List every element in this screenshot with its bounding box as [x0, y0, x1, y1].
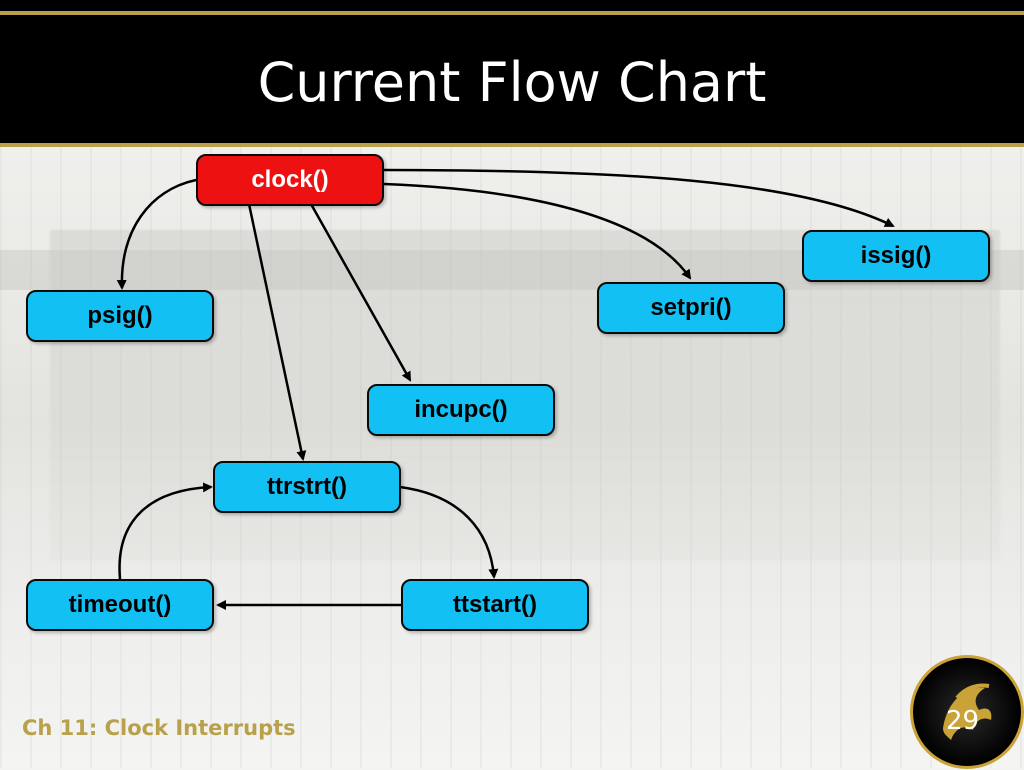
footer-chapter-label: Ch 11: Clock Interrupts: [22, 716, 296, 740]
arrow-ttrstrt-to-ttstart: [399, 485, 499, 579]
node-psig: psig(): [26, 290, 214, 342]
title-bar-top-rule: [0, 11, 1024, 15]
page-number: 29: [946, 706, 980, 736]
arrow-clock-to-incupc: [309, 203, 412, 382]
node-setpri: setpri(): [597, 282, 785, 334]
node-ttrstrt: ttrstrt(): [213, 461, 401, 513]
node-issig: issig(): [802, 230, 990, 282]
pegasus-logo-icon: [910, 655, 1024, 769]
slide-title: Current Flow Chart: [257, 51, 767, 114]
title-bar-bottom-rule: [0, 143, 1024, 147]
arrow-clock-to-ttrstrt: [247, 203, 307, 461]
node-ttstart: ttstart(): [401, 579, 589, 631]
title-bar: Current Flow Chart: [0, 0, 1024, 147]
arrow-clock-to-psig: [116, 178, 197, 290]
node-clock: clock(): [196, 154, 384, 206]
node-timeout: timeout(): [26, 579, 214, 631]
node-incupc: incupc(): [367, 384, 555, 436]
pegasus-logo-glyph: [943, 683, 992, 740]
arrow-clock-to-issig: [383, 168, 895, 228]
arrow-clock-to-setpri: [383, 182, 692, 280]
arrow-timeout-to-ttrstrt: [118, 482, 213, 580]
